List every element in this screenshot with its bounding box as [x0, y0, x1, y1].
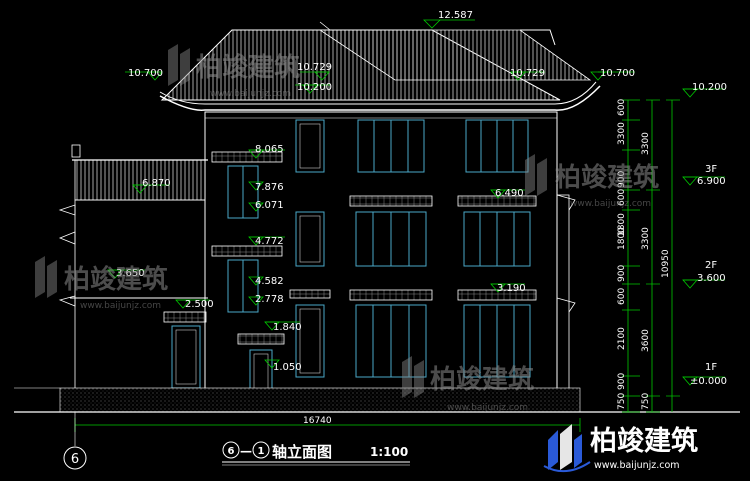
stair-windows — [227, 165, 259, 313]
elev-first-main-window: 3.190 — [497, 283, 526, 294]
floor-3f-label: 3F — [705, 164, 717, 175]
elev-left-eave: 10.700 — [128, 68, 163, 79]
elev-third-window-bottom: 6.071 — [255, 200, 284, 211]
logo-url: www.baijunjz.com — [594, 460, 680, 471]
dim-storey-1: 3600 — [641, 329, 651, 352]
floor-1f-label: 1F — [705, 362, 717, 373]
dim-seg-11: 1800 — [617, 213, 627, 236]
elev-third-main-window: 6.490 — [495, 188, 524, 199]
segment-dimensions: 600 3300 900 600 1800 900 600 2100 900 7… — [617, 99, 671, 410]
right-wing — [556, 194, 576, 411]
watermark-1: 柏竣建筑 www.baijunjz.com — [168, 44, 300, 99]
elev-second-window-top: 4.772 — [255, 236, 284, 247]
dim-storey-base: 750 — [641, 393, 651, 410]
elev-right-eave: 10.700 — [600, 68, 635, 79]
drawing-title: 6 — 1 轴立面图 1:100 — [222, 441, 410, 466]
watermark-brand-4: 柏竣建筑 — [430, 364, 534, 395]
elev-second-window-mid: 4.582 — [255, 276, 284, 287]
watermark-url-4: www.baijunjz.com — [447, 403, 528, 413]
watermark-2: 柏竣建筑 www.baijunjz.com — [525, 154, 659, 209]
elev-first-side: 3.650 — [116, 268, 145, 279]
watermark-url-1: www.baijunjz.com — [210, 89, 291, 99]
elev-side-roof: 6.870 — [142, 178, 171, 189]
watermark-brand-2: 柏竣建筑 — [555, 162, 659, 193]
brand-logo: 柏竣建筑 www.baijunjz.com — [543, 424, 698, 473]
watermark-url-2: www.baijunjz.com — [570, 199, 651, 209]
dim-seg-8: 2100 — [617, 327, 627, 350]
ground-plinth — [59, 387, 581, 413]
dimension-lines — [622, 99, 680, 413]
watermarks: 柏竣建筑 www.baijunjz.com 柏竣建筑 www.baijunjz.… — [35, 44, 659, 413]
title-circle-b: 1 — [258, 446, 265, 457]
window-hoods — [163, 151, 537, 345]
dim-seg-2: 3300 — [617, 122, 627, 145]
title-scale: 1:100 — [370, 445, 408, 459]
dim-total-width: 16740 — [303, 416, 332, 426]
floor-2f-level: 3.600 — [697, 273, 726, 284]
elev-door-canopy: 2.500 — [185, 299, 214, 310]
dim-seg-3: 900 — [617, 171, 627, 188]
watermark-logo-icon — [168, 44, 190, 86]
dim-seg-1: 600 — [617, 99, 627, 116]
floor-labels: 3F 6.900 2F 3.600 1F ±0.000 — [690, 164, 727, 387]
main-windows — [295, 119, 531, 378]
watermark-brand-1: 柏竣建筑 — [196, 52, 300, 83]
floor-3f-level: 6.900 — [697, 176, 726, 187]
axis-bubble: 6 — [63, 412, 87, 470]
logo-name: 柏竣建筑 — [590, 425, 698, 457]
dim-seg-7: 600 — [617, 288, 627, 305]
elev-right-top: 10.200 — [692, 82, 727, 93]
watermark-3: 柏竣建筑 www.baijunjz.com — [35, 256, 168, 311]
title-circle-a: 6 — [228, 446, 235, 457]
watermark-logo-icon — [525, 154, 547, 196]
main-roof — [159, 21, 601, 111]
dim-seg-10: 750 — [617, 393, 627, 410]
dim-storey-3: 3300 — [641, 132, 651, 155]
width-dimension: 16740 — [74, 416, 581, 432]
elevation-markers — [107, 19, 725, 386]
elev-third-window-top: 8.065 — [255, 144, 284, 155]
watermark-4: 柏竣建筑 www.baijunjz.com — [402, 356, 534, 413]
dim-total-height: 10950 — [661, 249, 671, 278]
floor-1f-level: ±0.000 — [690, 376, 727, 387]
title-name: 轴立面图 — [272, 443, 332, 461]
elev-eave-a: 10.729 — [297, 62, 332, 73]
watermark-url-3: www.baijunjz.com — [80, 301, 161, 311]
watermark-logo-icon — [35, 256, 57, 298]
elev-roof-ridge: 12.587 — [438, 10, 473, 21]
left-wing — [58, 144, 208, 411]
elev-third-window-mid: 7.876 — [255, 182, 284, 193]
elev-entry-step: 1.050 — [273, 362, 302, 373]
dim-seg-6: 900 — [617, 265, 627, 282]
elev-second-window-bottom: 2.778 — [255, 294, 284, 305]
dim-seg-9: 900 — [617, 373, 627, 390]
watermark-logo-icon — [402, 356, 424, 398]
title-dash: — — [240, 444, 252, 458]
floor-2f-label: 2F — [705, 260, 717, 271]
elev-eave-b: 10.729 — [510, 68, 545, 79]
dim-seg-4: 600 — [617, 189, 627, 206]
elev-entry-canopy: 1.840 — [273, 322, 302, 333]
elev-upper-cornice: 10.200 — [297, 82, 332, 93]
dim-storey-2: 3300 — [641, 227, 651, 250]
dim-seg-5: 1800 — [617, 227, 627, 250]
logo-icon — [548, 430, 558, 470]
axis-label: 6 — [71, 452, 79, 467]
watermark-brand-3: 柏竣建筑 — [64, 264, 168, 295]
